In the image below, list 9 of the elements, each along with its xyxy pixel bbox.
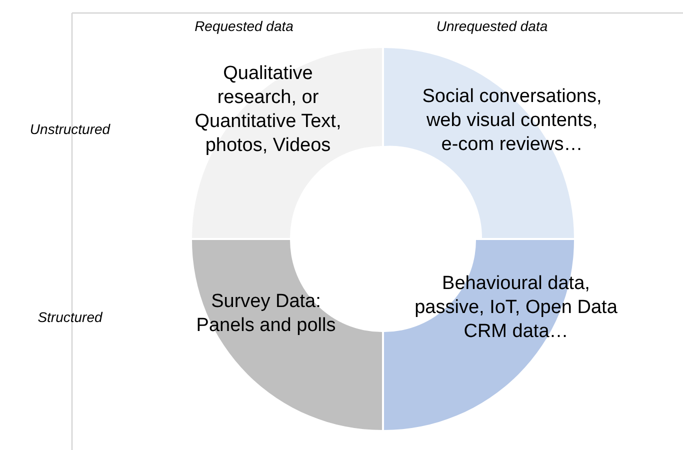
segment-text: Qualitative research, or Quantitative Text, photos, Videos [194,62,342,158]
segment-text: Social conversations, web visual contents, e-com reviews… [421,85,603,157]
segment-text: Behavioural data, passive, IoT, Open Data CRM data… [414,272,618,344]
row-heading: Unstructured [30,121,110,137]
row-heading: Structured [38,309,102,325]
segment-text: Survey Data: Panels and polls [195,290,337,338]
column-heading: Unrequested data [436,18,548,34]
ring-segment [192,240,382,430]
column-heading: Requested data [194,18,294,34]
